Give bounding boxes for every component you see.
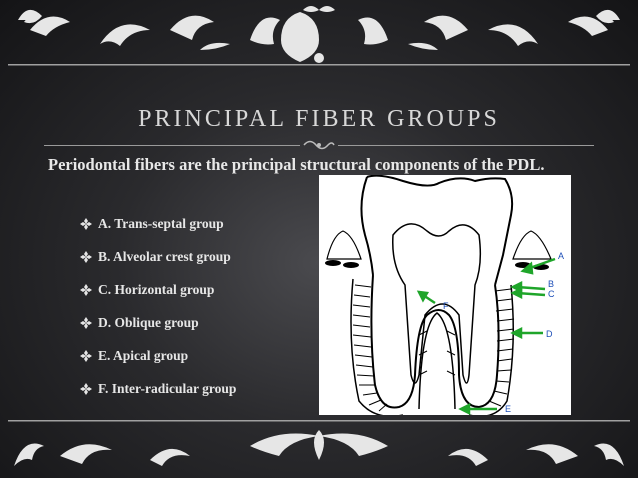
tooth-crown [366, 175, 514, 286]
pdl-fibers-right [469, 284, 515, 415]
diamond-cluster-icon [80, 382, 92, 395]
group-label: C. Horizontal group [98, 281, 215, 297]
list-item: C. Horizontal group [80, 273, 236, 306]
list-item: D. Oblique group [80, 306, 236, 339]
intro-paragraph: Periodontal fibers are the principal str… [48, 155, 545, 174]
label-b: B [548, 279, 554, 289]
divider-scroll-icon [303, 140, 335, 150]
slide-title: PRINCIPAL FIBER GROUPS [138, 106, 500, 132]
label-c: C [548, 289, 555, 299]
group-label: E. Apical group [98, 347, 189, 363]
title-divider-left [44, 145, 300, 146]
gingiva-left [326, 230, 362, 260]
label-arrows [416, 257, 556, 415]
list-item: B. Alveolar crest group [80, 240, 236, 273]
group-label: D. Oblique group [98, 314, 199, 330]
label-d: D [546, 329, 553, 339]
list-item: A. Trans-septal group [80, 207, 236, 240]
pulp-chamber [392, 223, 482, 384]
top-ornament-frame [8, 6, 630, 66]
fiber-group-list: A. Trans-septal group B. Alveolar crest … [80, 207, 236, 405]
group-label: F. Inter-radicular group [98, 380, 237, 396]
diamond-cluster-icon [80, 349, 92, 362]
list-item: E. Apical group [80, 339, 236, 372]
group-label: A. Trans-septal group [98, 215, 224, 231]
diamond-cluster-icon [80, 250, 92, 263]
diamond-cluster-icon [80, 217, 92, 230]
pdl-fibers-interradicular [418, 312, 456, 410]
group-label: B. Alveolar crest group [98, 248, 231, 264]
label-a: A [558, 251, 564, 261]
gingiva-right [512, 230, 552, 260]
tooth-root-outline [370, 274, 500, 409]
diamond-cluster-icon [80, 283, 92, 296]
tooth-fiber-diagram: A B C D E F [319, 175, 571, 415]
label-e: E [505, 404, 511, 414]
diamond-cluster-icon [80, 316, 92, 329]
label-f: F [443, 301, 449, 311]
list-item: F. Inter-radicular group [80, 372, 236, 405]
pdl-fibers-left [350, 278, 403, 415]
title-divider-right [338, 145, 594, 146]
bottom-ornament-frame [8, 420, 630, 466]
